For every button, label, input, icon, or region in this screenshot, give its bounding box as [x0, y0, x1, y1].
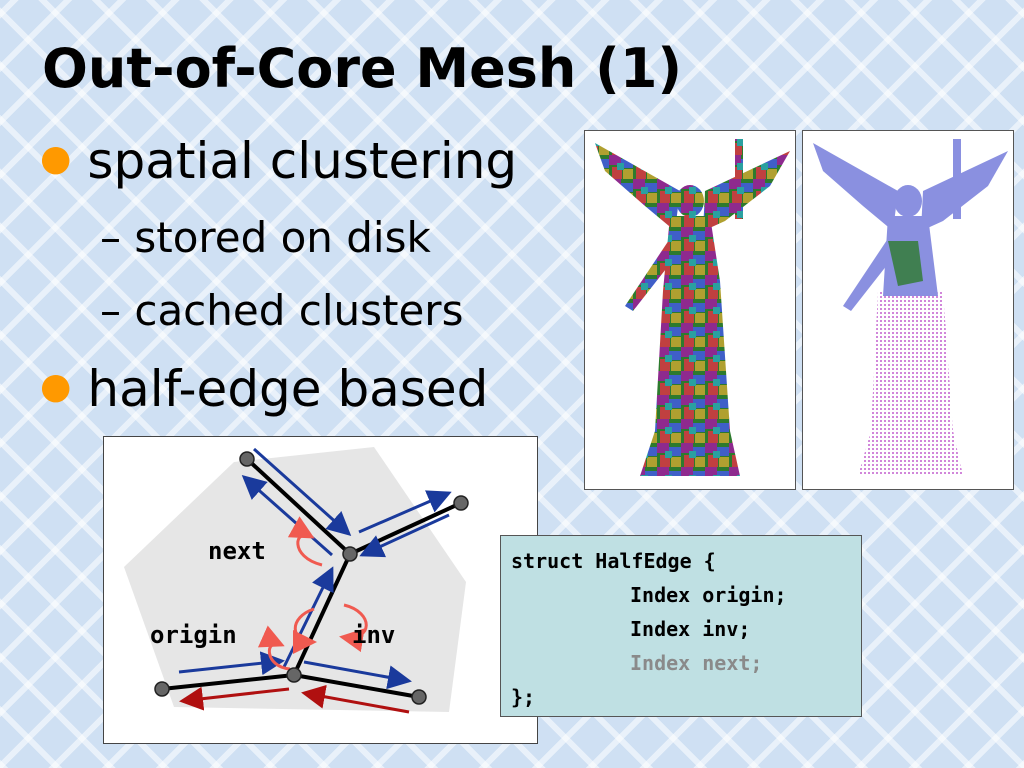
code-line: Index origin;: [630, 583, 787, 607]
halfedge-struct-code: struct HalfEdge { Index origin; Index in…: [500, 535, 862, 717]
statue-clustered-icon: [595, 139, 790, 476]
vertex-node: [411, 689, 427, 705]
statue-clustered-image: [584, 130, 796, 490]
vertex-node: [286, 667, 302, 683]
vertex-node: [453, 495, 469, 511]
bullet-dot-icon: ●: [40, 366, 72, 407]
statue-loaded-image: [802, 130, 1014, 490]
vertex-node: [154, 681, 170, 697]
code-line: Index inv;: [630, 617, 751, 641]
code-line: Index next;: [630, 651, 763, 675]
subitem-stored-on-disk: – stored on disk: [100, 213, 431, 262]
subitem-cached-clusters: – cached clusters: [100, 286, 464, 335]
label-origin: origin: [150, 621, 237, 649]
bullet-spatial-clustering: ●spatial clustering: [40, 132, 518, 190]
statue-loaded-icon: [813, 139, 1008, 476]
slide-title: Out-of-Core Mesh (1): [42, 37, 683, 100]
half-edge-graph-icon: [124, 447, 469, 714]
face-polygon: [124, 447, 466, 712]
bullet-half-edge-based: ●half-edge based: [40, 360, 489, 418]
label-next: next: [208, 537, 266, 565]
vertex-node: [342, 546, 358, 562]
half-edge-diagram: next origin inv: [103, 436, 538, 744]
code-line: struct HalfEdge {: [511, 549, 716, 573]
bullet-dot-icon: ●: [40, 138, 72, 179]
vertex-node: [239, 451, 255, 467]
code-line: };: [511, 685, 536, 709]
label-inv: inv: [352, 621, 396, 649]
